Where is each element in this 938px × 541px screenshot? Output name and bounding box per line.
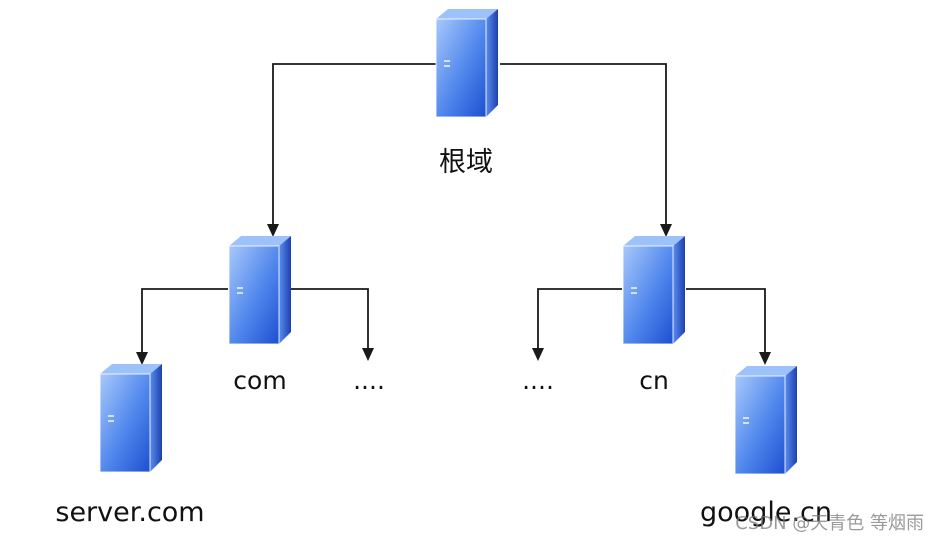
arrow-to-cn-more <box>532 348 544 361</box>
arrow-to-cn <box>660 224 672 237</box>
arrow-to-google-cn <box>759 352 771 365</box>
arrow-to-com <box>267 224 279 237</box>
arrowheads <box>136 224 771 365</box>
edge-cn-google <box>686 288 766 356</box>
cn-more-label: .... <box>522 366 554 395</box>
watermark: CSDN @天青色 等烟雨 <box>735 513 924 534</box>
edge-root-com <box>272 63 436 228</box>
server-tower-icon <box>734 365 798 475</box>
cn-domain-label: cn <box>639 366 669 395</box>
arrow-to-com-more <box>362 348 374 361</box>
server-tower-icon <box>228 235 292 345</box>
edge-com-server <box>141 288 228 356</box>
com-domain-label: com <box>233 366 287 395</box>
server-tower-icon <box>99 363 163 473</box>
arrow-to-server-com <box>136 352 148 365</box>
root-domain-label: 根域 <box>439 147 493 178</box>
server-tower-icon <box>622 235 686 345</box>
server-tower-icon <box>435 8 499 118</box>
edge-com-more <box>290 288 369 352</box>
connectors <box>141 63 766 356</box>
edge-root-cn <box>500 63 667 228</box>
google-cn-label: google.cn <box>700 497 832 528</box>
com-more-label: .... <box>353 366 385 395</box>
edge-cn-more <box>537 288 622 352</box>
server-com-label: server.com <box>55 497 205 528</box>
